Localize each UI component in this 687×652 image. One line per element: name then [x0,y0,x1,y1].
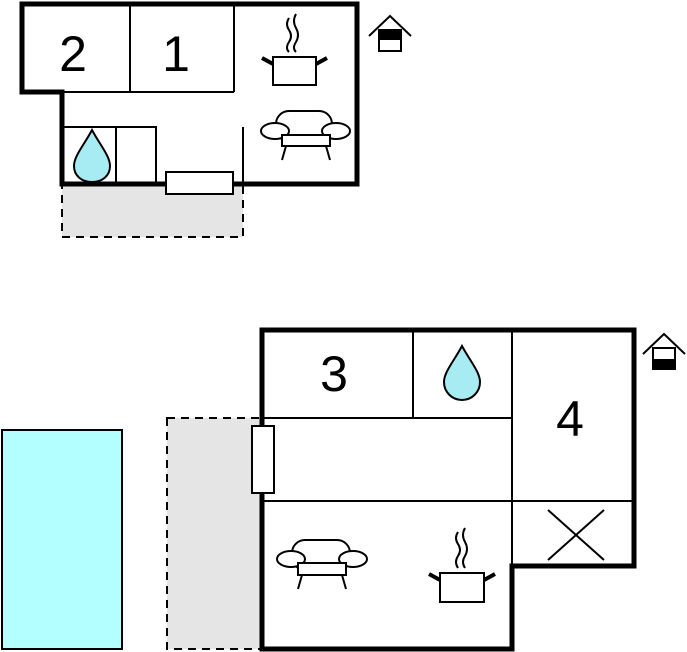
sofa-icon [276,539,368,590]
upper-unit: 2 1 [19,1,412,238]
house-icon [642,332,686,370]
cooking-pot-icon [428,527,496,603]
room-label-3: 3 [320,346,348,402]
house-icon [368,14,412,52]
lower-terrace [166,417,263,650]
cross-icon [547,509,605,561]
upper-bathroom [61,126,157,185]
water-drop-icon [442,343,482,402]
lower-unit: 3 4 [1,327,686,652]
sofa-icon [260,110,351,161]
lower-door [251,425,275,494]
cooking-pot-icon [261,13,328,86]
room-label-4: 4 [556,391,584,447]
upper-door [165,171,234,195]
water-drop-icon [72,127,112,184]
room-label-1: 1 [162,26,190,82]
pool-icon [1,429,123,650]
room-label-2: 2 [59,26,87,82]
